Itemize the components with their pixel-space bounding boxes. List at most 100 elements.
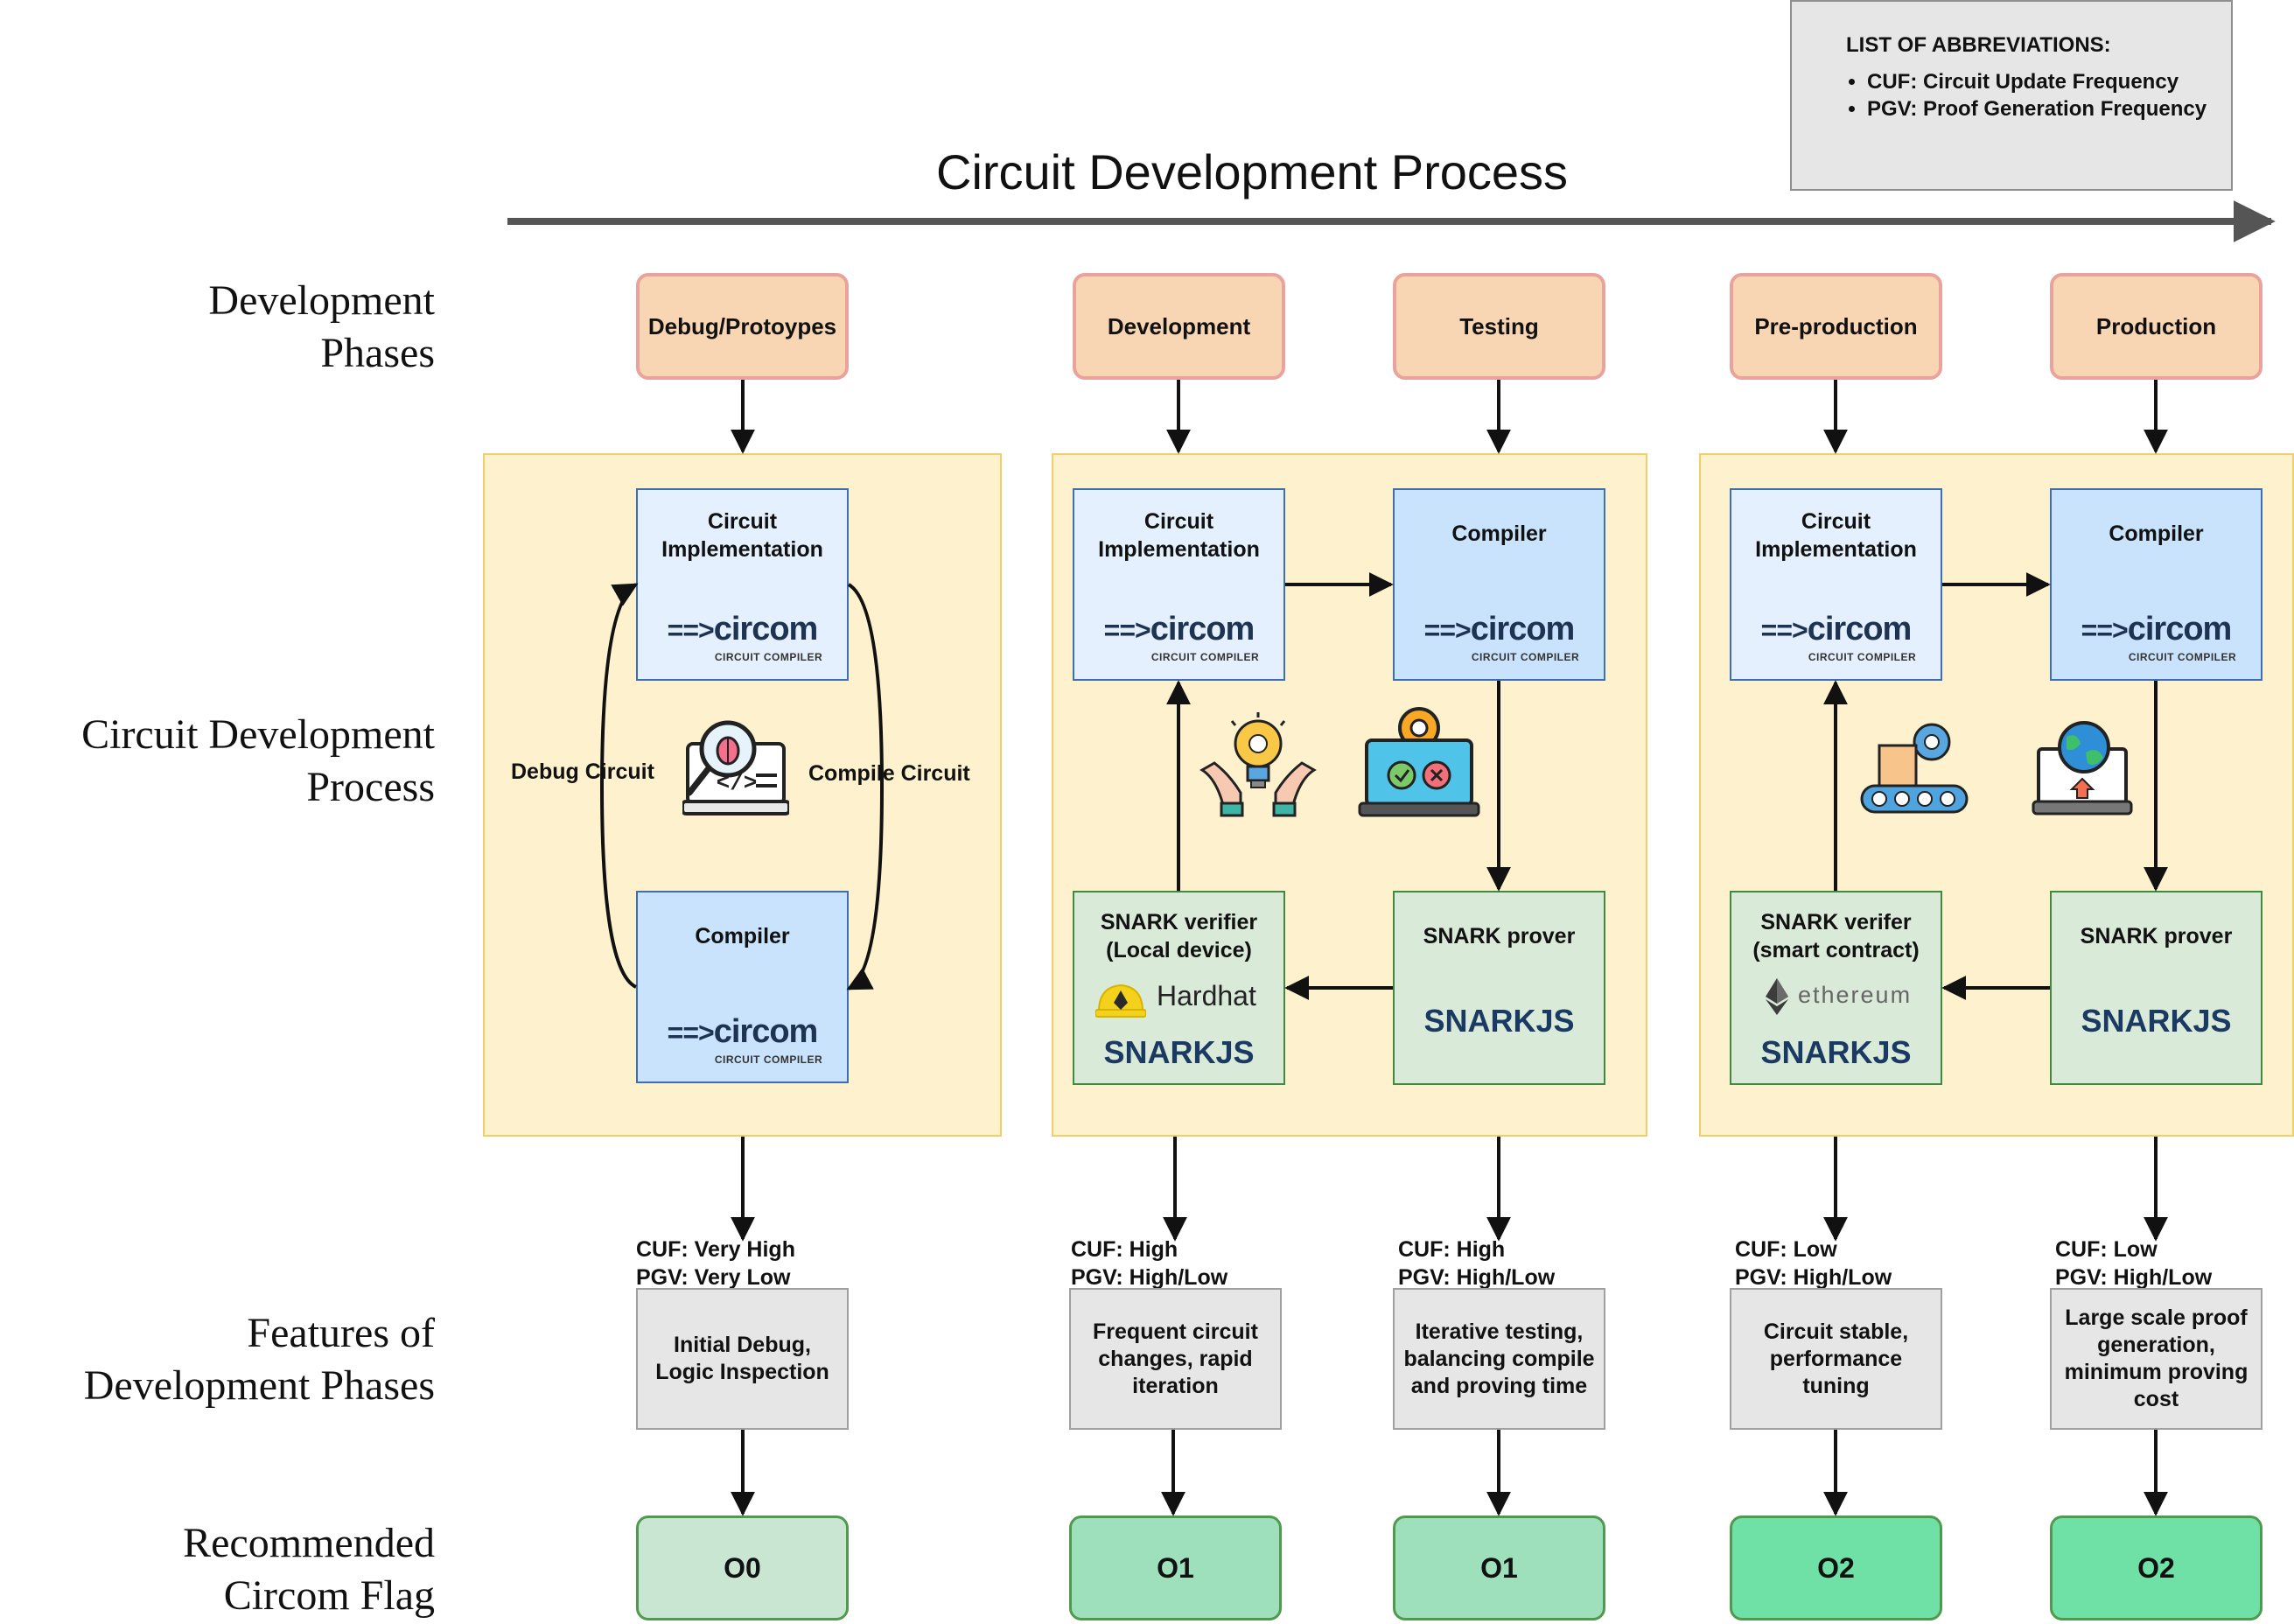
flag-box: O1 xyxy=(1069,1516,1282,1620)
circom-arrow: ==> xyxy=(1103,614,1151,646)
row-label-process: Circuit Development Process xyxy=(0,709,435,814)
pgv-value: PGV: High/Low xyxy=(2055,1265,2213,1290)
compiler-box: Compiler ==>circom CIRCUIT COMPILER xyxy=(2050,488,2263,681)
flag-box: O0 xyxy=(636,1516,849,1620)
box-title: SNARK verifer (smart contract) xyxy=(1752,910,1920,962)
circom-arrow: ==> xyxy=(667,1017,715,1048)
metrics-label: CUF: High PGV: High/Low xyxy=(1398,1236,1555,1292)
abbreviation-item: CUF: Circuit Update Frequency xyxy=(1867,68,2217,95)
circom-logo: ==>circom CIRCUIT COMPILER xyxy=(638,1013,847,1066)
phase-testing: Testing xyxy=(1393,273,1605,380)
circom-logo: ==>circom CIRCUIT COMPILER xyxy=(2052,611,2261,663)
circom-word: circom xyxy=(713,1013,819,1050)
snarkjs-label: SNARKJS xyxy=(2081,1003,2232,1039)
ethereum-label: ethereum xyxy=(1798,982,1913,1008)
box-title: SNARK verifier (Local device) xyxy=(1100,910,1258,962)
snarkjs-label: SNARKJS xyxy=(1103,1034,1255,1070)
row-label-line: Features of xyxy=(247,1310,435,1356)
row-label-line: Process xyxy=(306,764,435,810)
row-label-phases: Development Phases xyxy=(0,275,435,380)
circuit-implementation-box: Circuit Implementation ==>circom CIRCUIT… xyxy=(1730,488,1942,681)
phase-production: Production xyxy=(2050,273,2263,380)
circom-word: circom xyxy=(2127,611,2233,648)
cuf-value: CUF: High xyxy=(1398,1237,1506,1262)
box-title: Circuit Implementation xyxy=(661,509,823,562)
abbreviations-list: CUF: Circuit Update Frequency PGV: Proof… xyxy=(1825,68,2217,122)
circom-logo: ==>circom CIRCUIT COMPILER xyxy=(1395,611,1604,663)
metrics-label: CUF: Low PGV: High/Low xyxy=(1735,1236,1892,1292)
circom-word: circom xyxy=(713,611,819,648)
abbreviations-box: LIST OF ABBREVIATIONS: CUF: Circuit Upda… xyxy=(1790,0,2233,191)
circuit-implementation-box: Circuit Implementation ==>circom CIRCUIT… xyxy=(1073,488,1285,681)
snarkjs-label: SNARKJS xyxy=(1760,1034,1912,1070)
circom-arrow: ==> xyxy=(2081,614,2129,646)
feature-box: Large scale proof generation, minimum pr… xyxy=(2050,1288,2263,1430)
feature-box: Circuit stable, performance tuning xyxy=(1730,1288,1942,1430)
idea-hands-icon xyxy=(1199,709,1318,822)
flag-box: O2 xyxy=(1730,1516,1942,1620)
pgv-value: PGV: High/Low xyxy=(1735,1265,1892,1290)
conveyor-box-icon xyxy=(1860,716,1970,823)
row-label-line: Development Phases xyxy=(83,1362,435,1409)
circom-subtitle: CIRCUIT COMPILER xyxy=(714,1054,823,1066)
circom-word: circom xyxy=(1150,611,1255,648)
circom-subtitle: CIRCUIT COMPILER xyxy=(1471,651,1580,663)
snark-verifier-local-box: SNARK verifier (Local device) Hardhat SN… xyxy=(1073,891,1285,1085)
diagram-title: Circuit Development Process xyxy=(936,144,1569,200)
box-title: Compiler xyxy=(2109,522,2204,546)
circom-logo: ==>circom CIRCUIT COMPILER xyxy=(1074,611,1283,663)
circom-subtitle: CIRCUIT COMPILER xyxy=(1808,651,1917,663)
row-label-line: Recommended xyxy=(183,1520,435,1566)
circom-arrow: ==> xyxy=(667,614,715,646)
abbreviation-item: PGV: Proof Generation Frequency xyxy=(1867,95,2217,122)
arrow-debug-circuit xyxy=(599,583,639,989)
circom-word: circom xyxy=(1807,611,1913,648)
snark-prover-box: SNARK prover SNARKJS xyxy=(2050,891,2263,1085)
compile-circuit-label: Compile Circuit xyxy=(808,761,970,787)
debug-circuit-label: Debug Circuit xyxy=(511,760,654,785)
phase-development: Development xyxy=(1073,273,1285,380)
abbreviations-heading: LIST OF ABBREVIATIONS: xyxy=(1846,33,2111,57)
flag-box: O2 xyxy=(2050,1516,2263,1620)
box-title: Compiler xyxy=(695,924,790,948)
cuf-value: CUF: High xyxy=(1071,1237,1178,1262)
feature-box: Initial Debug, Logic Inspection xyxy=(636,1288,849,1430)
compiler-box: Compiler ==>circom CIRCUIT COMPILER xyxy=(1393,488,1605,681)
phase-debug: Debug/Protoypes xyxy=(636,273,849,380)
circom-subtitle: CIRCUIT COMPILER xyxy=(2128,651,2237,663)
circom-subtitle: CIRCUIT COMPILER xyxy=(714,651,823,663)
circom-subtitle: CIRCUIT COMPILER xyxy=(1150,651,1260,663)
row-label-line: Circuit Development xyxy=(81,711,435,758)
feature-box: Frequent circuit changes, rapid iteratio… xyxy=(1069,1288,1282,1430)
circom-logo: ==>circom CIRCUIT COMPILER xyxy=(638,611,847,663)
compiler-box: Compiler ==>circom CIRCUIT COMPILER xyxy=(636,891,849,1083)
row-label-features: Features of Development Phases xyxy=(0,1307,435,1412)
circom-word: circom xyxy=(1470,611,1576,648)
circuit-implementation-box: Circuit Implementation ==>circom CIRCUIT… xyxy=(636,488,849,681)
snarkjs-label: SNARKJS xyxy=(1423,1003,1575,1039)
hardhat-icon xyxy=(1095,980,1147,1023)
metrics-label: CUF: High PGV: High/Low xyxy=(1071,1236,1227,1292)
feature-box: Iterative testing, balancing compile and… xyxy=(1393,1288,1605,1430)
testing-laptop-icon xyxy=(1358,700,1480,827)
box-title: Compiler xyxy=(1451,522,1547,546)
box-title: Circuit Implementation xyxy=(1755,509,1917,562)
phase-preproduction: Pre-production xyxy=(1730,273,1942,380)
snark-prover-box: SNARK prover SNARKJS xyxy=(1393,891,1605,1085)
row-label-line: Development xyxy=(208,277,435,324)
pgv-value: PGV: High/Low xyxy=(1398,1265,1556,1290)
flag-box: O1 xyxy=(1393,1516,1605,1620)
pgv-value: PGV: High/Low xyxy=(1071,1265,1228,1290)
circom-arrow: ==> xyxy=(1760,614,1808,646)
hardhat-label: Hardhat xyxy=(1157,980,1256,1012)
circom-arrow: ==> xyxy=(1423,614,1472,646)
arrow-compile-circuit xyxy=(846,583,885,990)
box-title: Circuit Implementation xyxy=(1098,509,1260,562)
pgv-value: PGV: Very Low xyxy=(636,1265,791,1290)
globe-upload-laptop-icon xyxy=(2032,718,2133,823)
circom-logo: ==>circom CIRCUIT COMPILER xyxy=(1731,611,1941,663)
ethereum-icon xyxy=(1765,978,1789,1019)
snark-verifier-contract-box: SNARK verifer (smart contract) ethereum … xyxy=(1730,891,1942,1085)
